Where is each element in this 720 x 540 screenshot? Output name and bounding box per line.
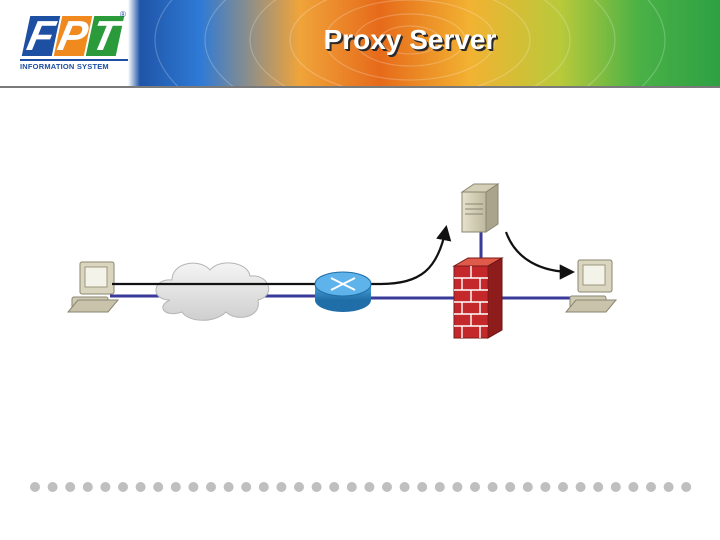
footer-dot bbox=[399, 482, 410, 492]
footer-dot bbox=[628, 482, 639, 492]
footer-dot bbox=[470, 482, 480, 492]
footer-dot bbox=[65, 482, 76, 492]
footer-dot bbox=[646, 482, 656, 492]
footer-dot bbox=[311, 482, 322, 492]
footer-dot bbox=[382, 482, 392, 492]
firewall-icon bbox=[452, 257, 504, 339]
footer-dot bbox=[118, 482, 128, 492]
router-icon bbox=[314, 271, 372, 312]
footer-dot bbox=[170, 482, 181, 492]
footer-dot bbox=[417, 482, 428, 492]
footer-dot bbox=[540, 482, 551, 492]
flow-arrow-proxy-to-internal bbox=[504, 231, 576, 280]
footer-dot bbox=[188, 482, 199, 492]
footer-dot bbox=[610, 482, 621, 492]
footer-dot-divider bbox=[30, 482, 692, 492]
footer-dot bbox=[135, 482, 146, 492]
client-computer-icon bbox=[66, 261, 120, 313]
proxy-server-icon bbox=[460, 183, 500, 233]
registered-mark: ® bbox=[120, 10, 126, 19]
logo-letter-t: T bbox=[85, 12, 125, 59]
header-banner: F P T ® INFORMATION SYSTEM Proxy Server bbox=[0, 0, 720, 88]
footer-dot bbox=[522, 482, 533, 492]
flow-arrow-client-to-proxy bbox=[112, 224, 452, 286]
footer-dot bbox=[47, 482, 58, 492]
footer-dot bbox=[364, 482, 375, 492]
footer-dot bbox=[100, 482, 111, 492]
footer-dot bbox=[346, 482, 357, 492]
footer-dot bbox=[505, 482, 516, 492]
footer-dot bbox=[294, 482, 304, 492]
footer-dot bbox=[663, 482, 674, 492]
footer-dot bbox=[329, 482, 340, 492]
footer-dot bbox=[276, 482, 287, 492]
page-title: Proxy Server bbox=[323, 24, 497, 55]
footer-dot bbox=[452, 482, 463, 492]
logo-subtitle: INFORMATION SYSTEM bbox=[20, 62, 109, 71]
footer-dot bbox=[575, 482, 586, 492]
footer-dot bbox=[223, 482, 234, 492]
footer-dot bbox=[30, 482, 40, 492]
footer-dot bbox=[681, 482, 692, 492]
logo-underline bbox=[20, 59, 128, 61]
footer-dot bbox=[241, 482, 252, 492]
logo-wordmark: F P T bbox=[21, 12, 125, 59]
footer-dot bbox=[153, 482, 164, 492]
footer-dot bbox=[258, 482, 269, 492]
internet-cloud-icon bbox=[155, 262, 270, 321]
company-logo: F P T ® INFORMATION SYSTEM bbox=[16, 10, 134, 74]
footer-dot bbox=[82, 482, 93, 492]
footer-dot bbox=[434, 482, 445, 492]
internal-computer-icon bbox=[564, 259, 618, 313]
header-ripple-pattern bbox=[154, 0, 666, 86]
footer-dot bbox=[206, 482, 216, 492]
footer-dot bbox=[487, 482, 498, 492]
footer-dot bbox=[558, 482, 568, 492]
footer-dot bbox=[593, 482, 604, 492]
network-diagram bbox=[66, 183, 618, 339]
